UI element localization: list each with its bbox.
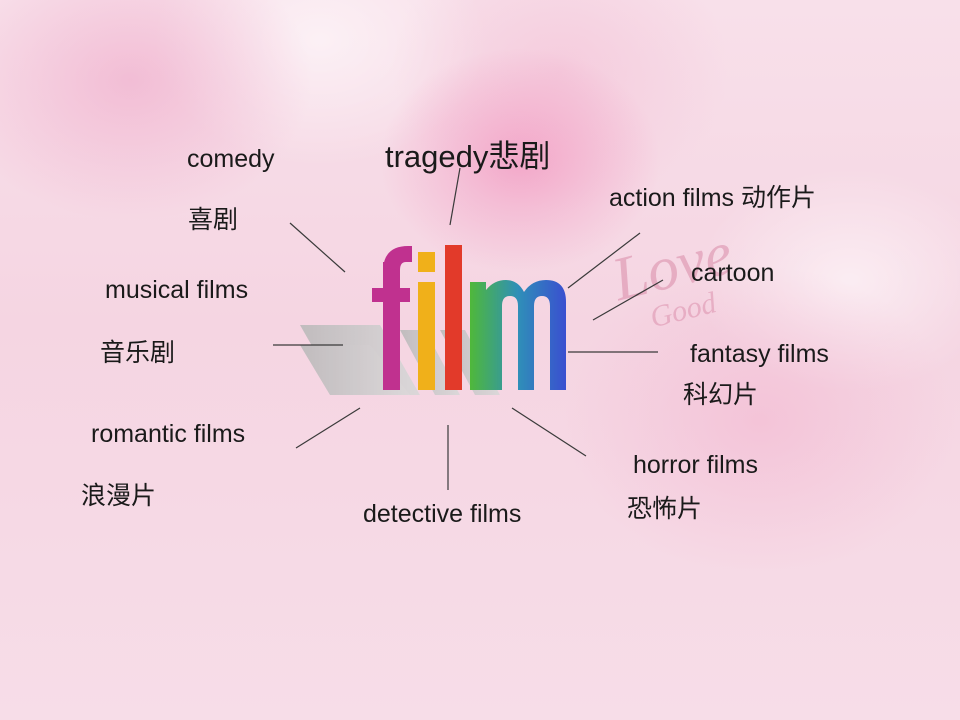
label-fantasy-en: fantasy films [690, 340, 829, 368]
film-letter-i [418, 252, 435, 390]
film-letter-m [470, 280, 566, 390]
label-action: action films 动作片 [609, 184, 816, 212]
line-tragedy [449, 167, 461, 226]
label-detective: detective films [363, 500, 522, 528]
label-comedy-zh: 喜剧 [188, 206, 239, 234]
line-horror [511, 407, 587, 457]
label-horror-en: horror films [633, 451, 759, 479]
label-musical-en: musical films [105, 276, 249, 304]
line-romantic [295, 407, 361, 449]
label-tragedy: tragedy悲剧 [385, 139, 551, 174]
line-action [567, 232, 641, 289]
label-comedy-en: comedy [187, 145, 275, 173]
label-horror-zh: 恐怖片 [627, 495, 703, 523]
film-letter-l [445, 245, 462, 390]
film-letter-f [372, 246, 412, 390]
line-cartoon [592, 279, 664, 321]
label-musical-zh: 音乐剧 [100, 339, 176, 367]
label-romantic-en: romantic films [91, 420, 246, 448]
label-romantic-zh: 浪漫片 [81, 482, 157, 510]
connector-lines [273, 167, 664, 490]
line-comedy [289, 222, 346, 273]
label-cartoon: cartoon [691, 259, 775, 287]
label-fantasy-zh: 科幻片 [683, 381, 759, 409]
